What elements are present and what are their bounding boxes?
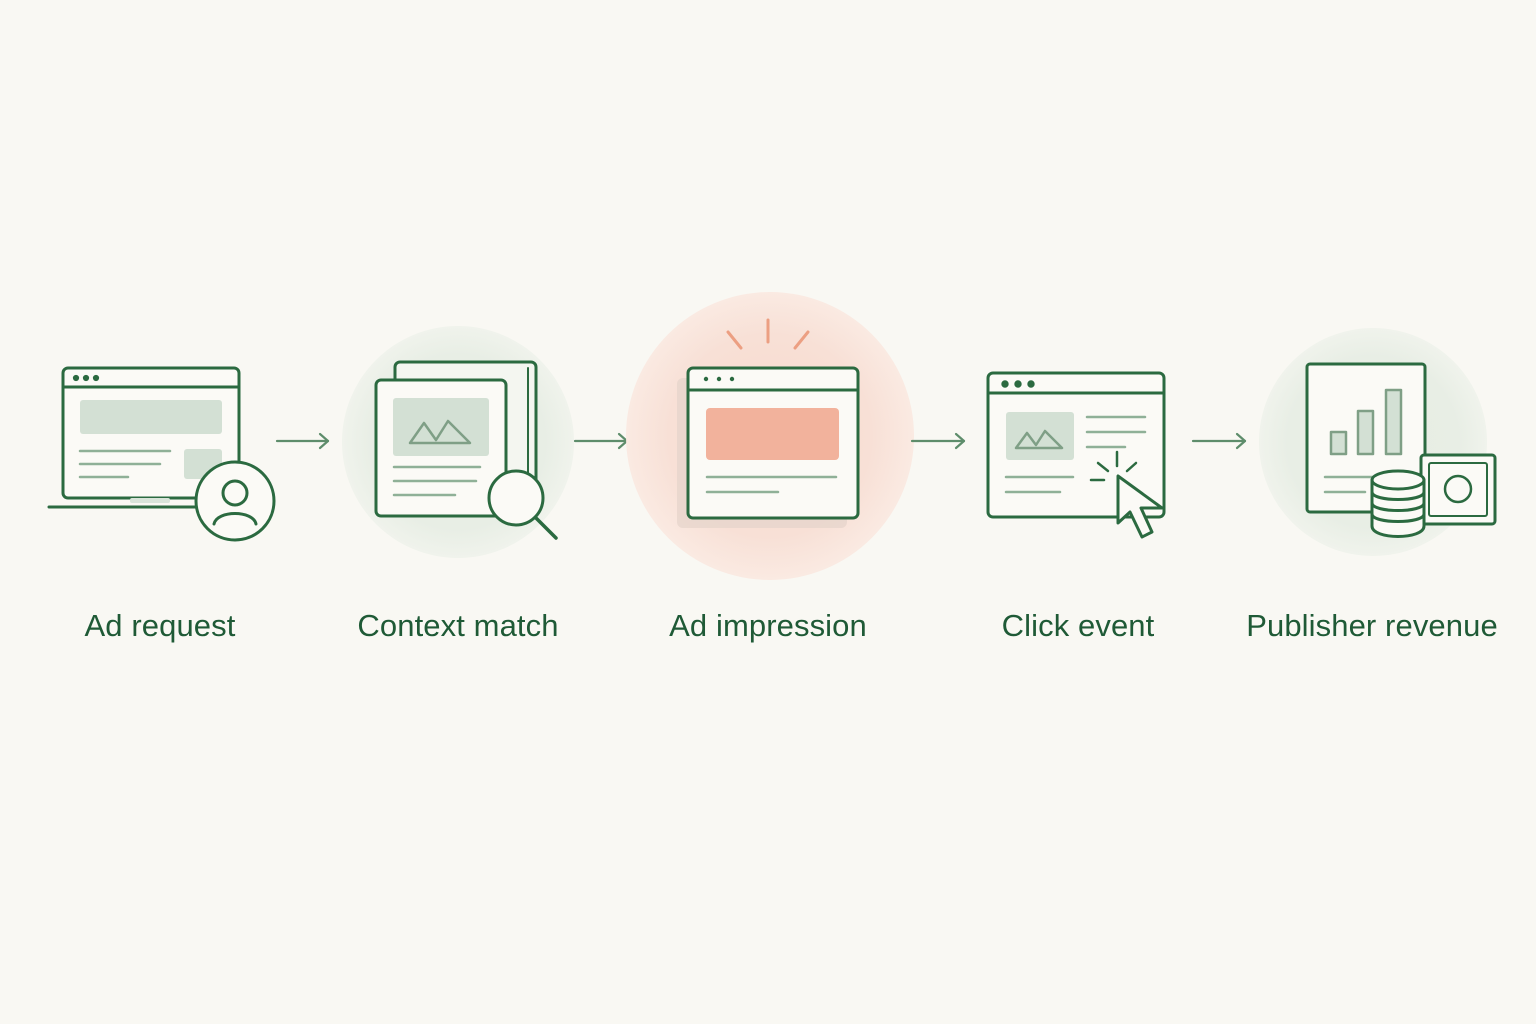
ad-window-icon <box>677 318 860 528</box>
arrow-right-icon <box>1191 432 1247 450</box>
revenue-chart-coins-icon <box>1305 362 1497 538</box>
step-label-publisher-revenue: Publisher revenue <box>1246 608 1498 643</box>
laptop-user-icon <box>47 366 276 542</box>
step-label-context-match: Context match <box>357 608 559 643</box>
step-label-click-event: Click event <box>1001 608 1155 643</box>
arrow-right-icon <box>573 432 629 450</box>
arrow-right-icon <box>910 432 966 450</box>
click-cursor-icon <box>986 371 1166 539</box>
step-label-ad-request: Ad request <box>84 608 236 643</box>
arrow-right-icon <box>275 432 330 450</box>
step-label-ad-impression: Ad impression <box>669 608 867 643</box>
page-search-icon <box>374 360 558 540</box>
